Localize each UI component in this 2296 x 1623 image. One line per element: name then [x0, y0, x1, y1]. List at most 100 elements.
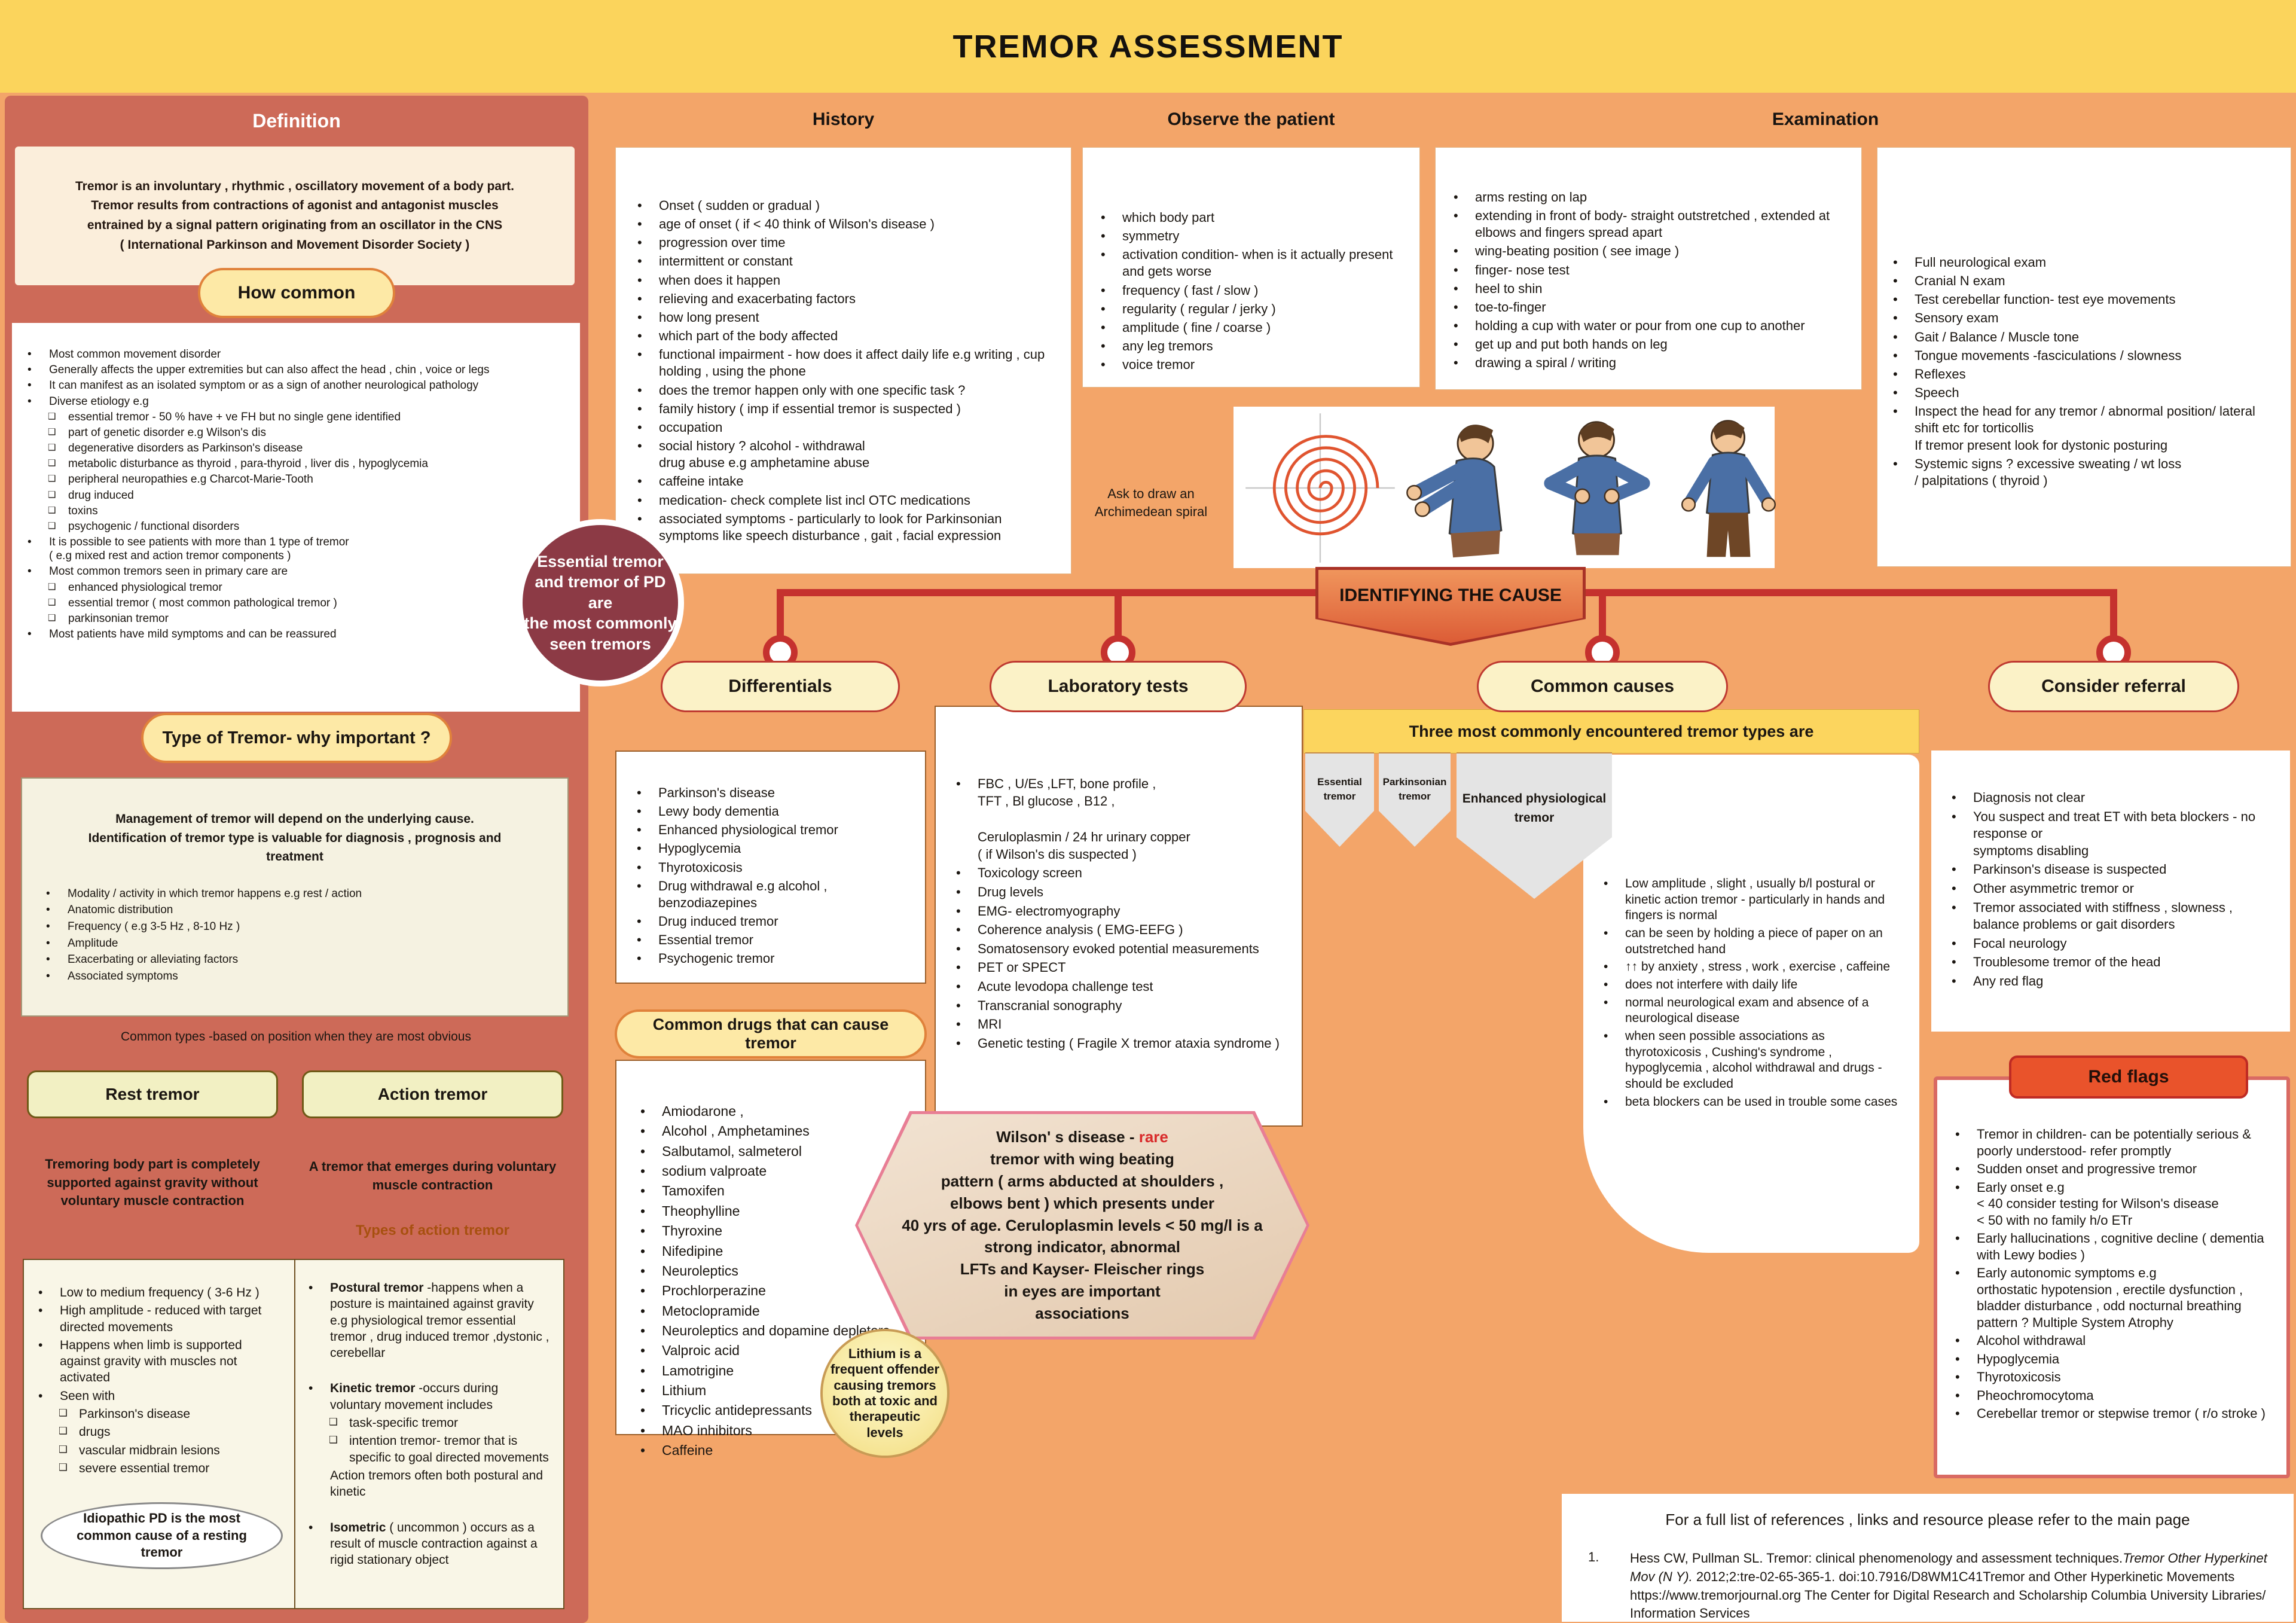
- list-item: ❑metabolic disturbance as thyroid , para…: [48, 457, 428, 471]
- list-item: •Toxicology screen: [956, 865, 1082, 881]
- history-panel: •Onset ( sudden or gradual )•age of onse…: [615, 147, 1071, 574]
- list-item: •get up and put both hands on leg: [1454, 337, 1668, 352]
- rest-tremor-details: •Low to medium frequency ( 3-6 Hz )•High…: [24, 1259, 294, 1609]
- list-item: •Low amplitude , slight , usually b/l po…: [1604, 877, 1885, 923]
- list-item: •It is possible to see patients with mor…: [28, 536, 349, 563]
- list-item: •Frequency ( e.g 3-5 Hz , 8-10 Hz ): [46, 920, 240, 933]
- list-item: •Drug withdrawal e.g alcohol , benzodiaz…: [637, 878, 828, 910]
- list-item: •MRI: [956, 1017, 1002, 1032]
- action-types-label: Types of action tremor: [356, 1222, 509, 1238]
- references-panel: For a full list of references , links an…: [1562, 1494, 2294, 1622]
- list-item: [309, 1363, 552, 1378]
- list-item: •Tongue movements -fasciculations / slow…: [1893, 347, 2182, 363]
- list-item: ❑intention tremor- tremor that is specif…: [329, 1434, 549, 1465]
- page-title: TREMOR ASSESSMENT: [952, 28, 1344, 65]
- list-item: •Pheochromocytoma: [1955, 1387, 2094, 1403]
- list-item: •Isometric ( uncommon ) occurs as a resu…: [309, 1520, 538, 1567]
- management-box: Management of tremor will depend on the …: [21, 777, 569, 1017]
- list-item: •Prochlorperazine: [640, 1283, 766, 1299]
- management-intro: Management of tremor will depend on the …: [88, 812, 502, 864]
- list-item: ❑drug induced: [48, 489, 134, 502]
- list-item: •Essential tremor: [637, 932, 753, 948]
- flow-drop-laboratory: [1115, 589, 1122, 644]
- list-item: •heel to shin: [1454, 280, 1543, 296]
- list-item: •voice tremor: [1101, 357, 1195, 373]
- list-item: •Exacerbating or alleviating factors: [46, 953, 239, 966]
- compare-divider: [294, 1259, 295, 1609]
- exam-positions-panel: •arms resting on lap•extending in front …: [1435, 147, 1862, 390]
- list-item: •Psychogenic tremor: [637, 951, 775, 966]
- list-item: •Early autonomic symptoms e.g orthostati…: [1955, 1265, 2243, 1330]
- list-item: •occupation: [637, 419, 723, 435]
- laboratory-panel: •FBC , U/Es ,LFT, bone profile , TFT , B…: [935, 706, 1303, 1127]
- rest-tremor-button: Rest tremor: [27, 1070, 278, 1118]
- flow-drop-referral: [2110, 589, 2117, 644]
- list-item: •Generally affects the upper extremities…: [28, 364, 490, 377]
- list-item: •relieving and exacerbating factors: [637, 291, 856, 306]
- list-item: •Associated symptoms: [46, 969, 178, 983]
- list-item: •extending in front of body- straight ou…: [1454, 208, 1830, 240]
- list-item: •does the tremor happen only with one sp…: [637, 382, 966, 398]
- list-item: •symmetry: [1101, 228, 1180, 244]
- list-item: •amplitude ( fine / coarse ): [1101, 319, 1271, 335]
- list-item: •drawing a spiral / writing: [1454, 355, 1616, 371]
- list-item: •holding a cup with water or pour from o…: [1454, 318, 1805, 334]
- identifying-banner: IDENTIFYING THE CAUSE: [1315, 567, 1586, 646]
- list-item: [956, 812, 1292, 827]
- differentials-panel: •Parkinson's disease•Lewy body dementia•…: [615, 751, 926, 984]
- list-item: •Cranial N exam: [1893, 273, 2005, 289]
- list-item: •Low to medium frequency ( 3-6 Hz ): [38, 1286, 259, 1299]
- list-item: •It can manifest as an isolated symptom …: [28, 379, 479, 392]
- list-item: •sodium valproate: [640, 1163, 767, 1179]
- enhanced-physiological-panel: •Low amplitude , slight , usually b/l po…: [1583, 755, 1919, 1253]
- list-item: Ceruloplasmin / 24 hr urinary copper ( i…: [978, 829, 1190, 862]
- common-drugs-panel: •Amiodarone ,•Alcohol , Amphetamines•Sal…: [615, 1060, 926, 1458]
- action-tremor-description: A tremor that emerges during voluntary m…: [309, 1159, 557, 1192]
- list-item: •which part of the body affected: [637, 328, 838, 344]
- list-item: • when seen possible associations as thy…: [1604, 1029, 1882, 1091]
- list-item: •caffeine intake: [637, 474, 744, 489]
- title-band: [0, 0, 2296, 93]
- node-laboratory: Laboratory tests: [990, 661, 1247, 712]
- list-item: •Most patients have mild symptoms and ca…: [28, 628, 337, 641]
- list-item: Action tremors often both postural and k…: [330, 1468, 544, 1499]
- list-item: •MAO inhibitors: [640, 1422, 752, 1438]
- rest-tremor-description: Tremoring body part is completely suppor…: [45, 1156, 260, 1209]
- list-item: •finger- nose test: [1454, 262, 1570, 277]
- essential-note-circle: Essential tremor and tremor of PD are th…: [517, 519, 684, 687]
- list-item: •Diverse etiology e.g: [28, 395, 149, 408]
- list-item: •Metoclopramide: [640, 1302, 760, 1319]
- list-item: •Reflexes: [1893, 366, 1966, 382]
- list-item: ❑task-specific tremor: [329, 1416, 459, 1430]
- list-item: •Drug induced tremor: [637, 914, 778, 929]
- identifying-banner-label: IDENTIFYING THE CAUSE: [1339, 585, 1562, 605]
- list-item: •Tremor in children- can be potentially …: [1955, 1127, 2251, 1158]
- list-item: •Most common movement disorder: [28, 348, 221, 361]
- list-item: •↑↑ by anxiety , stress , work , exercis…: [1604, 960, 1891, 974]
- list-item: •associated symptoms - particularly to l…: [637, 511, 1002, 543]
- list-item: •PET or SPECT: [956, 960, 1066, 975]
- references-note: For a full list of references , links an…: [1665, 1511, 2190, 1529]
- list-item: •Hypoglycemia: [1955, 1351, 2060, 1366]
- list-item: •Tricyclic antidepressants: [640, 1402, 812, 1418]
- node-common-causes: Common causes: [1477, 661, 1728, 712]
- list-item: •when does it happen: [637, 272, 781, 288]
- list-item: •Any red flag: [1952, 973, 2044, 989]
- reference-number: 1.: [1588, 1549, 1599, 1564]
- list-item: •family history ( imp if essential tremo…: [637, 401, 961, 416]
- list-item: •any leg tremors: [1101, 338, 1213, 354]
- list-item: •Speech: [1893, 385, 1959, 401]
- list-item: •age of onset ( if < 40 think of Wilson'…: [637, 216, 935, 232]
- list-item: •medication- check complete list incl OT…: [637, 492, 970, 508]
- list-item: ❑vascular midbrain lesions: [59, 1443, 220, 1457]
- node-differentials: Differentials: [661, 661, 900, 712]
- list-item: •You suspect and treat ET with beta bloc…: [1952, 809, 2256, 858]
- list-item: •Early hallucinations , cognitive declin…: [1955, 1231, 2264, 1262]
- list-item: •Lamotrigine: [640, 1362, 734, 1378]
- list-item: •social history ? alcohol - withdrawal d…: [637, 438, 870, 471]
- wilsons-rare-highlight: rare: [1138, 1127, 1168, 1146]
- archimedean-spiral-icon: [1244, 411, 1397, 565]
- list-item: •Parkinson's disease is suspected: [1952, 862, 2167, 877]
- patient-figure-wing-beating: [1537, 413, 1656, 566]
- list-item: •Thyrotoxicosis: [637, 859, 743, 875]
